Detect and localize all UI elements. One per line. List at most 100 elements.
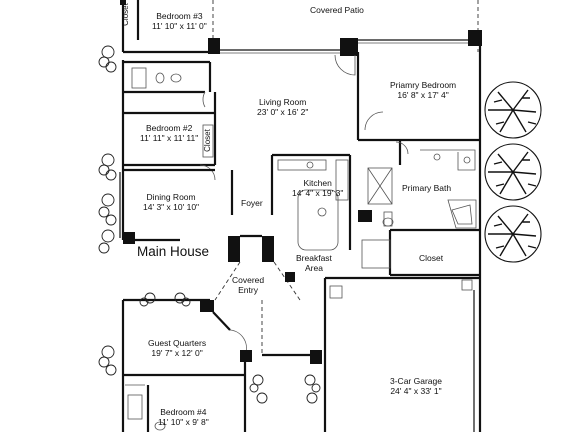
column xyxy=(340,38,358,56)
bathtub-icon xyxy=(447,199,477,229)
counter xyxy=(335,159,349,201)
laundry xyxy=(361,239,391,269)
door-swing-icon xyxy=(334,54,356,76)
room-name: Covered Patio xyxy=(310,5,364,15)
sink-icon xyxy=(306,161,314,169)
tree-icon xyxy=(484,205,542,263)
shrub-icon xyxy=(139,292,156,307)
covered-entry-label: Covered Entry xyxy=(232,275,264,295)
closet-right-label: Closet xyxy=(419,253,443,263)
room-name: Kitchen xyxy=(303,178,332,188)
shower xyxy=(367,167,393,205)
room-size: 11' 10" x 9' 8" xyxy=(158,417,209,427)
column xyxy=(285,272,295,282)
room-size: 16' 8" x 17' 4" xyxy=(397,90,449,100)
room-name: Dining Room xyxy=(146,192,196,202)
sink-icon xyxy=(170,73,182,83)
counter xyxy=(277,159,327,171)
door-swing-icon xyxy=(202,91,206,108)
water-heater xyxy=(461,279,473,291)
room-name: Living Room xyxy=(259,97,307,107)
column xyxy=(240,350,252,362)
sink-icon xyxy=(433,153,441,161)
room-size: 24' 4" x 33' 1" xyxy=(390,386,442,396)
door-swing-icon xyxy=(395,141,409,155)
room-name: Guest Quarters xyxy=(148,338,207,348)
closet-shelf xyxy=(202,124,214,158)
room-name: Foyer xyxy=(241,198,263,208)
shower xyxy=(367,167,393,205)
room-name: Primary Bath xyxy=(402,183,452,193)
bedroom4-label: Bedroom #4 11' 10" x 9' 8" xyxy=(158,407,209,427)
column xyxy=(208,38,220,54)
room-name: Bedroom #3 xyxy=(156,11,203,21)
plan-title: Main House xyxy=(137,244,210,259)
entry-edge xyxy=(214,261,241,301)
column xyxy=(358,210,372,222)
breakfast-area-label: Breakfast Area xyxy=(296,253,332,273)
room-name: Closet xyxy=(419,253,444,263)
room-size: 14' 3" x 10' 10" xyxy=(143,202,200,212)
shrub-icon xyxy=(98,153,117,181)
room-size: 14' 4" x 19' 3" xyxy=(292,188,344,198)
kitchen-island xyxy=(297,189,339,251)
bathtub-icon xyxy=(131,67,147,89)
room-name: Bedroom #4 xyxy=(160,407,207,417)
room-name: Covered Entry xyxy=(232,275,265,295)
room-size: 11' 10" x 11' 0" xyxy=(152,21,207,31)
room-size: 11' 11" x 11' 11" xyxy=(140,133,199,143)
room-name: Bedroom #2 xyxy=(145,123,193,133)
room-name: Closet xyxy=(202,129,212,152)
door-swing-icon xyxy=(364,111,384,131)
guest-quarters-label: Guest Quarters 19' 7" x 12' 0" xyxy=(148,338,206,358)
room-name: Breakfast Area xyxy=(296,253,332,273)
toilet-icon xyxy=(155,72,165,84)
shrub-icon xyxy=(98,193,117,226)
shrub-icon xyxy=(98,229,115,254)
tree-icon xyxy=(484,143,542,201)
column xyxy=(262,236,274,262)
kitchen-label: Kitchen 14' 4" x 19' 3" xyxy=(292,178,343,198)
column xyxy=(200,300,214,312)
bathtub-icon xyxy=(451,204,473,225)
column xyxy=(468,30,482,46)
shrub-icon xyxy=(98,45,117,73)
vanity xyxy=(420,149,476,171)
tree-group xyxy=(484,81,542,263)
sink-icon xyxy=(463,156,471,164)
dining-room-label: Dining Room 14' 3" x 10' 10" xyxy=(143,192,199,212)
room-size: 23' 0" x 16' 2" xyxy=(257,107,309,117)
living-room-label: Living Room 23' 0" x 16' 2" xyxy=(257,97,308,117)
toilet-icon xyxy=(382,217,394,227)
shrub-icon xyxy=(98,345,117,376)
room-name: Closet xyxy=(120,3,130,26)
primary-bedroom-label: Priamry Bedroom 16' 8" x 17' 4" xyxy=(390,80,456,100)
bedroom2-label: Bedroom #2 11' 11" x 11' 11" xyxy=(140,123,198,143)
wall xyxy=(212,311,231,331)
mechanical xyxy=(329,285,343,299)
column xyxy=(120,0,126,5)
primary-bath-label: Primary Bath xyxy=(402,183,451,193)
closet-top-label: Closet xyxy=(121,3,130,26)
shrub-group xyxy=(98,45,117,376)
toilet-icon xyxy=(383,211,393,227)
covered-patio-label: Covered Patio xyxy=(310,5,364,15)
bedroom3-label: Bedroom #3 11' 10" x 11' 0" xyxy=(152,11,207,31)
door-swing-icon xyxy=(199,164,216,181)
sink-icon xyxy=(317,207,327,217)
room-name: Priamry Bedroom xyxy=(390,80,457,90)
tree-icon xyxy=(484,81,542,139)
room-size: 19' 7" x 12' 0" xyxy=(151,348,203,358)
bathtub-icon xyxy=(127,394,143,420)
column xyxy=(310,350,322,364)
foyer-label: Foyer xyxy=(241,198,263,208)
shrub-icon xyxy=(174,292,191,307)
room-name: 3-Car Garage xyxy=(390,376,442,386)
closet-mid-label: Closet xyxy=(203,129,212,152)
shrub-icon xyxy=(249,374,268,404)
column xyxy=(123,232,135,244)
shrub-group xyxy=(139,292,321,404)
shrub-icon xyxy=(304,374,321,404)
column xyxy=(228,236,240,262)
